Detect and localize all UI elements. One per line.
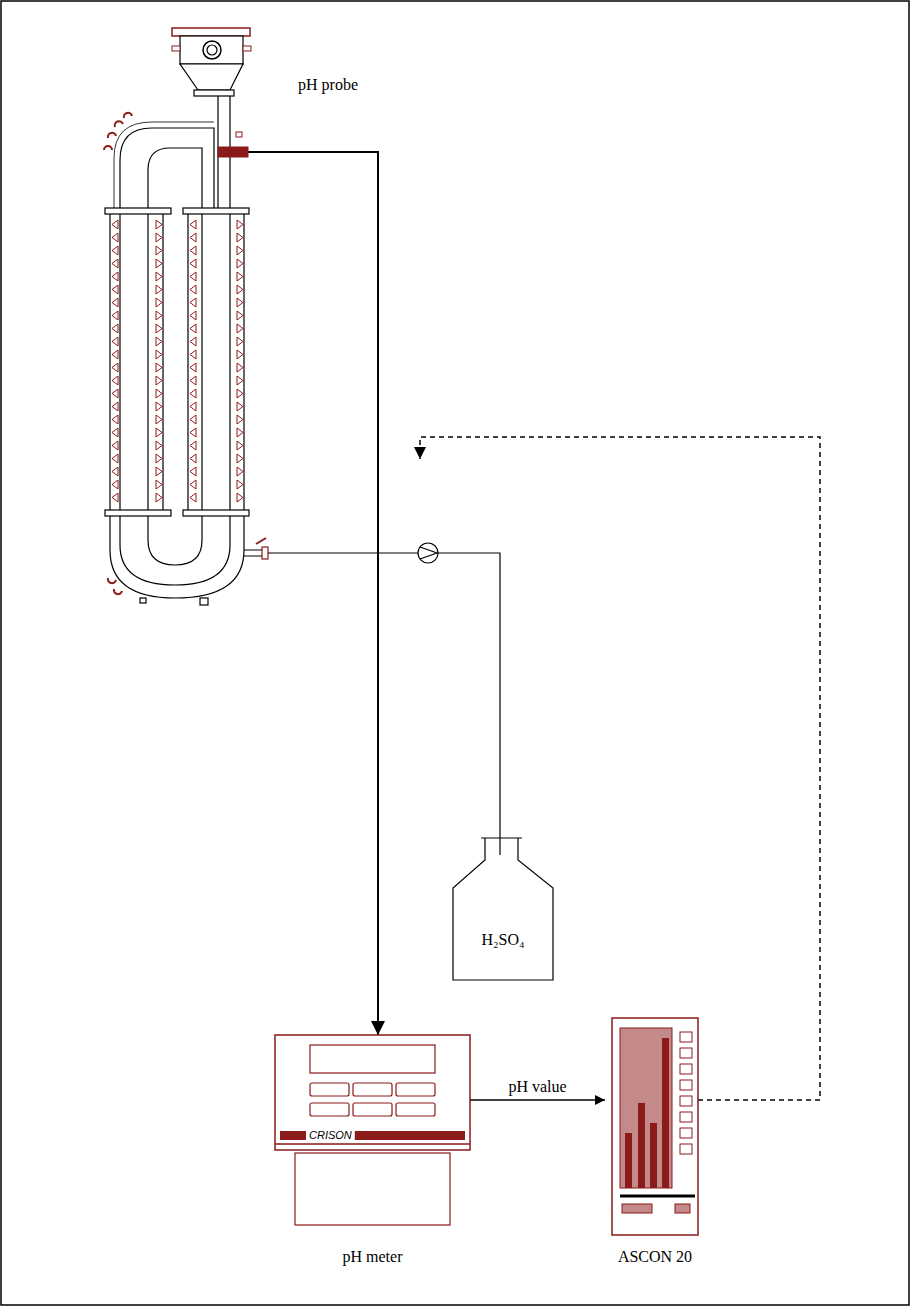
ph-probe: pH probe [218, 147, 248, 157]
heater-arcs [104, 113, 132, 594]
signal-label: pH value [505, 1077, 569, 1096]
reactor-head [172, 28, 251, 208]
ph-probe-outline [218, 147, 248, 157]
ph-meter: CRISON pH meter [275, 1035, 470, 1280]
signal-arrow [248, 152, 378, 1035]
controller-outline [605, 1018, 705, 1280]
device-label: pH meter [343, 1247, 403, 1266]
part-label: pH probe [298, 75, 358, 94]
chemical-label: H₂SO₄ [481, 930, 524, 949]
reactor-columns [105, 208, 249, 516]
acid-bottle: H₂SO₄ [453, 838, 553, 980]
control-signal-line [420, 437, 820, 1100]
reactor-top-bend [114, 122, 214, 208]
device-label: ASCON 20 [618, 1247, 692, 1266]
ph-meter-outline [275, 1035, 470, 1280]
controller: ASCON 20 [605, 1018, 705, 1280]
acid-feed-line [244, 538, 500, 855]
brand-label: CRISON [309, 1129, 352, 1142]
reactor-bottom-bend [110, 516, 244, 605]
pump-symbol [418, 543, 438, 563]
signal-arrow [470, 1099, 605, 1101]
acid-bottle-outline [453, 838, 553, 980]
